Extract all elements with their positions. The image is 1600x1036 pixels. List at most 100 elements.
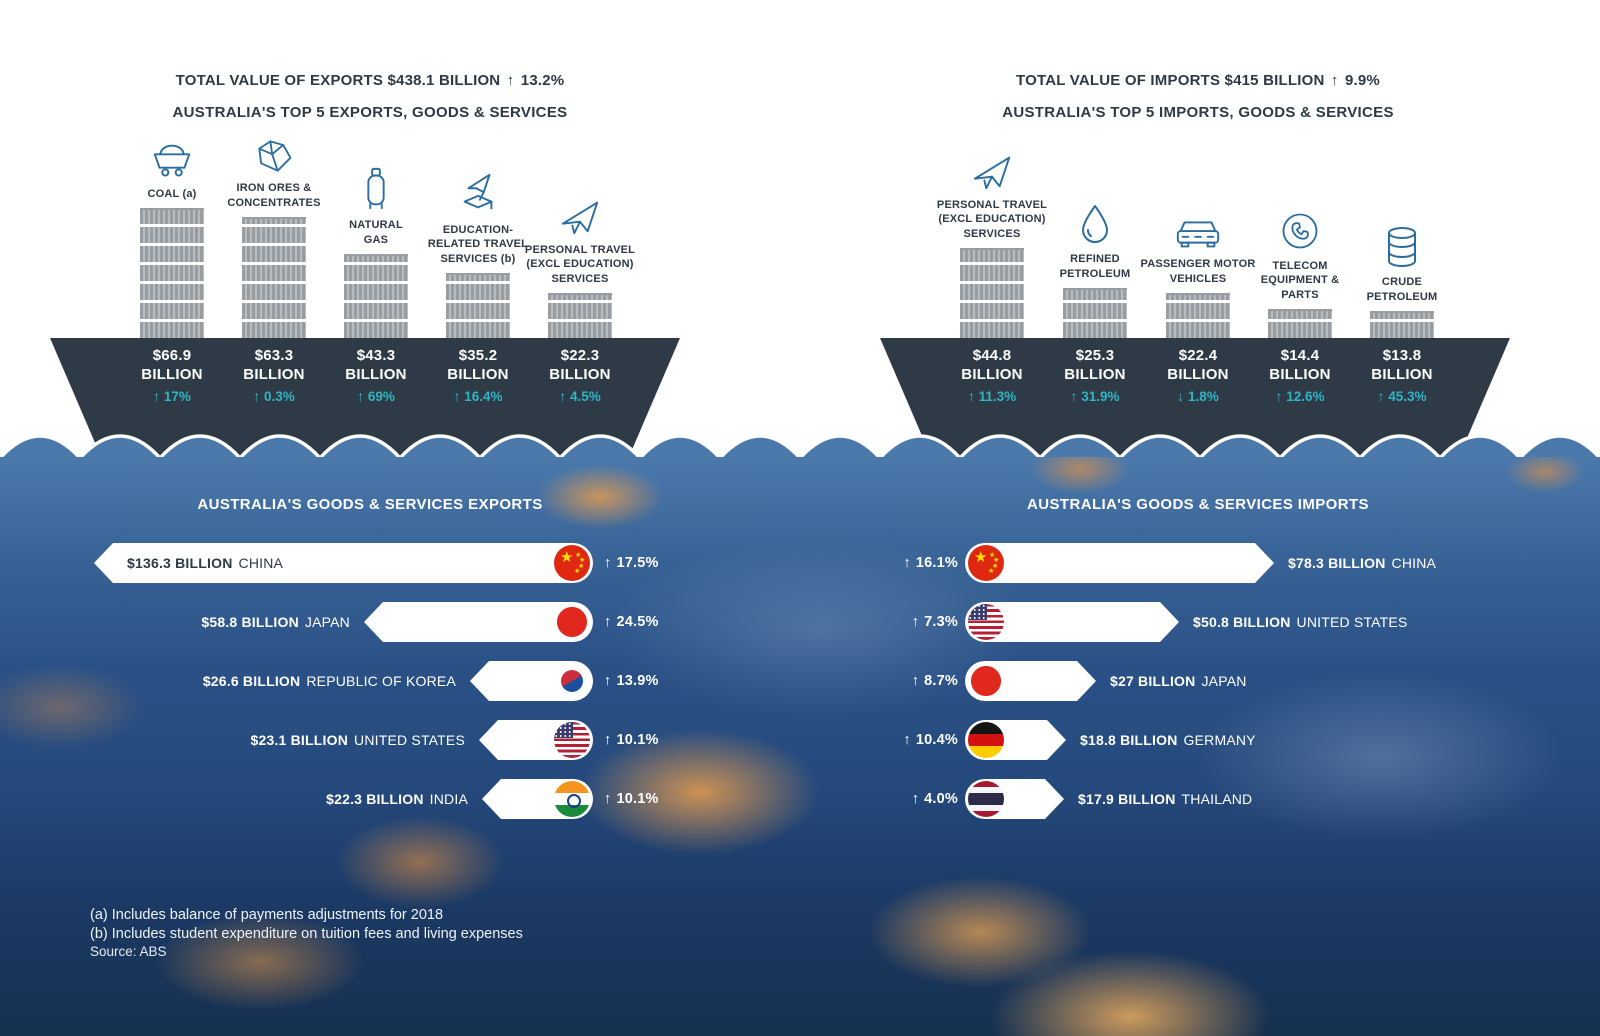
up-arrow-icon: ↑ [1275,387,1283,404]
export-bar [470,661,593,701]
commodity-label: NATURAL GAS [349,219,403,246]
car-icon [1173,215,1223,251]
import-bar [965,661,1096,701]
export-commodity-iron-ore: IRON ORES & CONCENTRATES [212,137,336,338]
commodity-label: TELECOM EQUIPMENT & PARTS [1260,260,1340,301]
commodity-label: IRON ORES & CONCENTRATES [227,182,321,209]
up-arrow-icon: ↑ [903,732,911,748]
export-partner-change: ↑10.1% [604,791,659,807]
container-stack [548,293,612,338]
up-arrow-icon: ↑ [967,387,975,404]
germany-flag-icon [968,722,1004,758]
imports-partners-title: AUSTRALIA'S GOODS & SERVICES IMPORTS [1027,496,1369,513]
exports-header: TOTAL VALUE OF EXPORTS $438.1 BILLION ↑ … [0,72,740,121]
commodity-label: EDUCATION- RELATED TRAVEL SERVICES (b) [427,224,529,265]
up-arrow-icon: ↑ [1070,387,1078,404]
export-partner-change: ↑13.9% [604,673,659,689]
export-bar [364,602,593,642]
imports-total-line: TOTAL VALUE OF IMPORTS $415 BILLION ↑ 9.… [858,72,1538,89]
container-stack [242,217,306,338]
import-partner-change: ↑10.4% [903,732,958,748]
export-partner-change: ↑10.1% [604,732,659,748]
export-partner-change: ↑24.5% [604,614,659,630]
up-arrow-icon: ↑ [153,387,161,404]
korea-flag-icon [554,663,590,699]
export-bar [479,720,593,760]
export-item-value: $35.2 BILLION ↑ 16.4% [447,347,509,404]
export-commodity-coal: COAL (a) [110,141,234,338]
exports-total-change: 13.2% [520,72,565,89]
coal-cart-icon [149,141,195,181]
import-bar [965,543,1274,583]
usa-flag-icon [968,604,1004,640]
commodity-label: PERSONAL TRAVEL (EXCL EDUCATION) SERVICE… [936,199,1048,240]
commodity-label: COAL (a) [147,187,197,200]
import-partner-change: ↑8.7% [911,673,958,689]
china-flag-icon [968,545,1004,581]
import-item-value: $44.8 BILLION ↑ 11.3% [961,347,1023,404]
import-commodity-refined-petroleum: REFINED PETROLEUM [1033,202,1157,338]
container-stack [1370,311,1434,338]
export-item-value: $66.9 BILLION ↑ 17% [141,347,203,404]
japan-flag-icon [968,663,1004,699]
import-bar [965,602,1179,642]
export-commodity-natural-gas: NATURAL GAS [314,166,438,338]
container-stack [1268,309,1332,338]
footnotes: (a) Includes balance of payments adjustm… [90,906,523,944]
iron-ore-icon [252,137,296,175]
export-item-value: $22.3 BILLION ↑ 4.5% [549,347,611,404]
exports-partners-title: AUSTRALIA'S GOODS & SERVICES EXPORTS [197,496,543,513]
exports-total-value: $438.1 BILLION [387,72,501,89]
footnote-a: (a) Includes balance of payments adjustm… [90,907,444,923]
exports-subtitle: AUSTRALIA'S TOP 5 EXPORTS, GOODS & SERVI… [172,104,568,121]
export-item-value: $63.3 BILLION ↑ 0.3% [243,347,305,404]
up-arrow-icon: ↑ [559,387,567,404]
oil-barrel-icon [1382,225,1422,269]
up-arrow-icon: ↑ [604,673,612,689]
down-arrow-icon: ↓ [1177,387,1185,404]
up-arrow-icon: ↑ [911,673,920,689]
china-flag-icon [554,545,590,581]
container-stack [344,254,408,338]
imports-header: TOTAL VALUE OF IMPORTS $415 BILLION ↑ 9.… [858,72,1538,121]
commodity-label: REFINED PETROLEUM [1059,253,1131,280]
up-arrow-icon: ↑ [903,555,911,571]
up-arrow-icon: ↑ [1330,72,1339,89]
gas-cylinder-icon [356,166,396,212]
india-flag-icon [554,781,590,817]
import-item-value: $13.8 BILLION ↑ 45.3% [1371,347,1433,404]
up-arrow-icon: ↑ [453,387,461,404]
imports-total-value: $415 BILLION [1224,72,1325,89]
import-item-value: $14.4 BILLION ↑ 12.6% [1269,347,1331,404]
up-arrow-icon: ↑ [253,387,261,404]
import-item-value: $22.4 BILLION ↓ 1.8% [1167,347,1229,404]
container-stack [960,248,1024,338]
education-travel-icon [455,171,501,217]
up-arrow-icon: ↑ [911,614,920,630]
export-partner-change: ↑17.5% [604,555,659,571]
exports-total-line: TOTAL VALUE OF EXPORTS $438.1 BILLION ↑ … [0,72,740,89]
imports-total-change: 9.9% [1344,72,1380,89]
commodity-label: CRUDE PETROLEUM [1366,276,1438,303]
export-bar [482,779,593,819]
import-partner-change: ↑7.3% [911,614,958,630]
commodity-label: PASSENGER MOTOR VEHICLES [1140,258,1256,285]
